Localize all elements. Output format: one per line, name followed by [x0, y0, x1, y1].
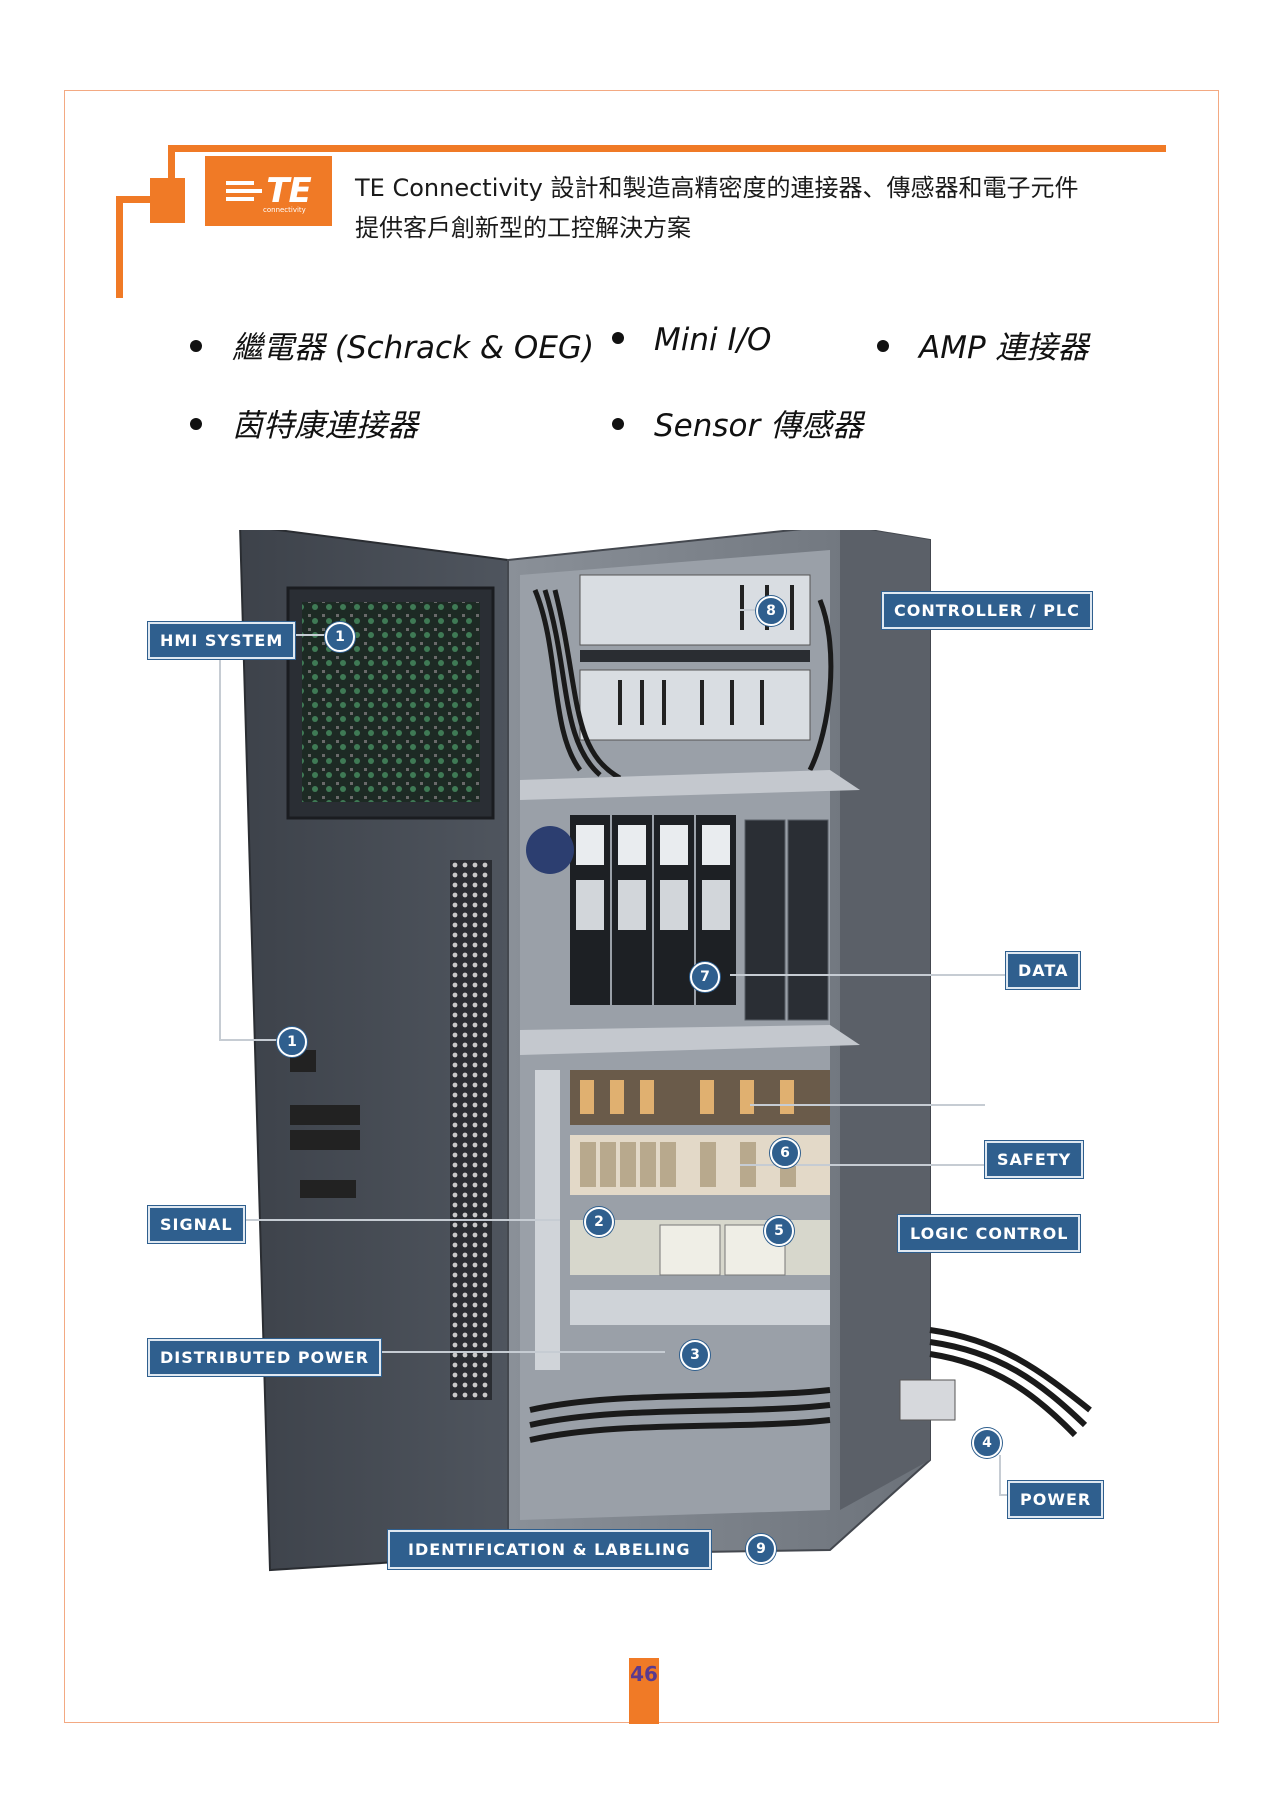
- door-connector: [300, 1180, 356, 1198]
- header-title: TE Connectivity 設計和製造高精密度的連接器、傳感器和電子元件: [355, 174, 1079, 202]
- shelf: [520, 1025, 860, 1055]
- cabinet-side: [840, 525, 930, 1510]
- page-number-tab: [629, 1658, 659, 1724]
- label-distributed-power: DISTRIBUTED POWER: [148, 1339, 382, 1376]
- label-identification-labeling: IDENTIFICATION & LABELING: [388, 1530, 711, 1569]
- bullet-item: 茵特康連接器: [190, 400, 418, 445]
- bullet-dot-icon: [190, 417, 202, 430]
- bullet-item: 繼電器 (Schrack & OEG): [190, 322, 594, 367]
- bullet-item: AMP 連接器: [877, 322, 1089, 367]
- te-connectivity-logo: TE connectivity: [205, 156, 332, 226]
- label-hmi-system: HMI SYSTEM: [148, 622, 296, 659]
- cabinet-svg: [215, 523, 1092, 1572]
- shelf: [520, 770, 860, 800]
- label-power: POWER: [1008, 1481, 1104, 1518]
- marker-6: 6: [770, 1138, 800, 1168]
- header-rule-vertical: [168, 145, 175, 203]
- bullet-dot-icon: [612, 331, 624, 344]
- marker-2: 2: [584, 1207, 614, 1237]
- label-data: DATA: [1006, 952, 1081, 989]
- header-bracket-horizontal: [116, 196, 176, 203]
- header-bracket-vertical: [116, 196, 123, 298]
- fan-icon: [526, 826, 574, 874]
- label-safety: SAFETY: [985, 1141, 1084, 1178]
- logo-mark: TE: [266, 171, 311, 211]
- logo-subtext: connectivity: [263, 206, 306, 214]
- terminal-blocks: [570, 1290, 830, 1325]
- label-logic-control: LOGIC CONTROL: [898, 1215, 1081, 1252]
- power-connector: [899, 1379, 956, 1421]
- marker-4: 4: [972, 1428, 1002, 1458]
- bullet-dot-icon: [612, 417, 624, 430]
- marker-1: 1: [325, 622, 355, 652]
- empty-slot: [787, 819, 829, 1021]
- label-controller-plc: CONTROLLER / PLC: [882, 592, 1092, 629]
- door-terminal-strip: [450, 860, 492, 1400]
- label-signal: SIGNAL: [148, 1206, 245, 1243]
- servo-drives: [570, 815, 736, 1005]
- marker-3: 3: [680, 1340, 710, 1370]
- marker-7: 7: [690, 962, 720, 992]
- page-number: 46: [630, 1662, 658, 1686]
- header-subtitle: 提供客戶創新型的工控解決方案: [355, 214, 691, 242]
- control-cabinet-illustration: HMI SYSTEM 1 1 CONTROLLER / PLC 8 DATA 7…: [140, 523, 1140, 1590]
- bullet-item: Sensor 傳感器: [612, 400, 863, 445]
- plc-rack-bottom: [579, 669, 811, 741]
- door-connector: [290, 1130, 360, 1150]
- marker-9: 9: [746, 1534, 776, 1564]
- bullet-dot-icon: [190, 339, 202, 352]
- marker-5: 5: [764, 1216, 794, 1246]
- header-rule: [168, 145, 1166, 152]
- door-connector: [290, 1105, 360, 1125]
- marker-1-door: 1: [277, 1027, 307, 1057]
- bullet-item: Mini I/O: [612, 322, 771, 358]
- bullet-dot-icon: [877, 339, 889, 352]
- marker-8: 8: [756, 596, 786, 626]
- header-accent-block: [150, 178, 185, 223]
- empty-slot: [744, 819, 786, 1021]
- logo-bars-icon: [226, 177, 263, 205]
